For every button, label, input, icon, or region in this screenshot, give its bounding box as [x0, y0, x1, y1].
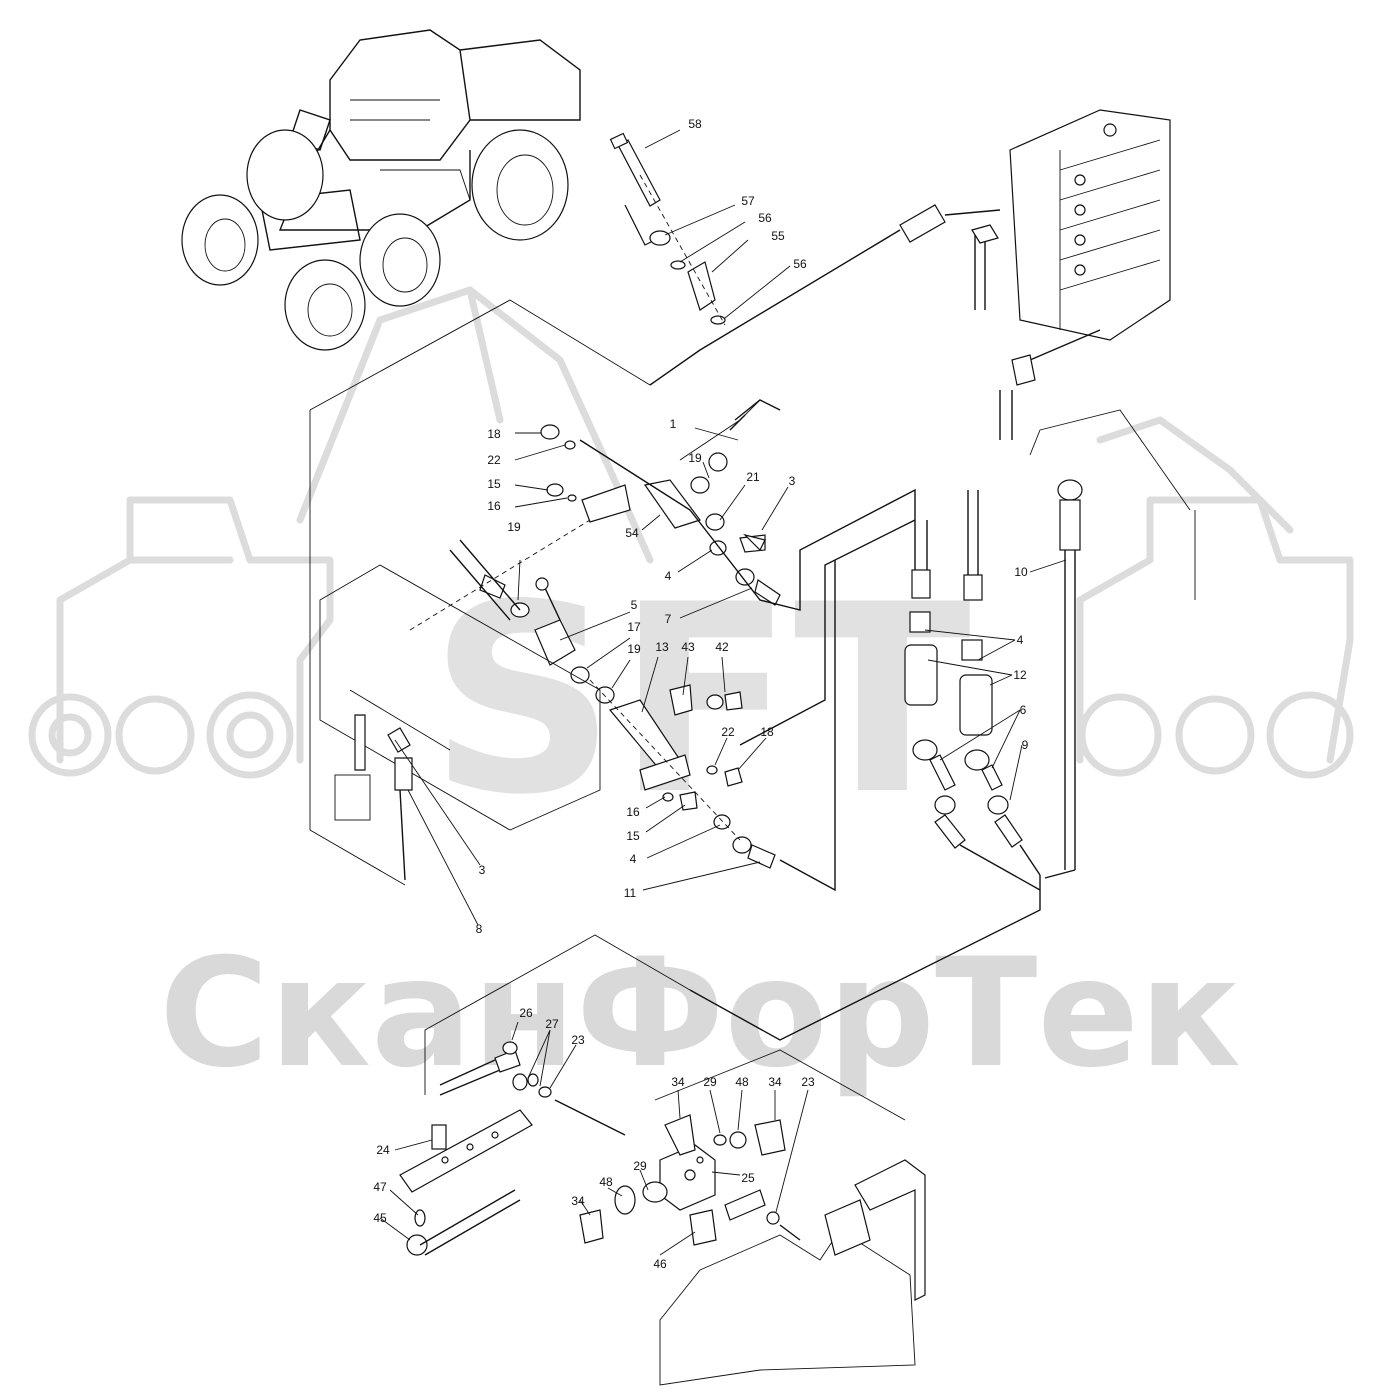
callout-label: 47: [373, 1180, 387, 1194]
control-valve-block: [1009, 109, 1171, 341]
callout-label: 27: [545, 1017, 559, 1031]
callout-label: 29: [703, 1075, 717, 1089]
callout-label: 7: [665, 612, 672, 626]
callout-label: 58: [688, 117, 702, 131]
callout-label: 10: [1014, 565, 1028, 579]
callout-label: 42: [715, 640, 729, 654]
adapter-55: [687, 261, 716, 311]
callout-label: 16: [626, 805, 640, 819]
callout-label: 6: [1020, 703, 1027, 717]
callout-label: 56: [793, 257, 807, 271]
callout-label: 8: [476, 922, 483, 936]
callout-label: 26: [519, 1006, 533, 1020]
callout-label: 3: [479, 863, 486, 877]
callout-label: 57: [741, 194, 755, 208]
banjo-fitting-57: [624, 204, 671, 246]
callout-label: 54: [625, 526, 639, 540]
callout-label: 15: [487, 477, 501, 491]
callout-label: 34: [768, 1075, 782, 1089]
callout-label: 19: [507, 520, 521, 534]
lower-frame-outline: [424, 934, 906, 1121]
watermark-tractor-left: [28, 496, 334, 779]
callout-label: 48: [599, 1175, 613, 1189]
callout-label: 17: [627, 620, 641, 634]
fitting-chain: [479, 424, 781, 869]
washer-56: [710, 315, 726, 325]
callout-label: 13: [655, 640, 669, 654]
callout-label: 56: [758, 211, 772, 225]
callout-label: 45: [373, 1211, 387, 1225]
callout-label: 23: [801, 1075, 815, 1089]
callout-label: 19: [688, 451, 702, 465]
hose-group-right: [689, 490, 1041, 1041]
watermark-logo: SFT: [429, 550, 973, 852]
valve-5: [534, 577, 576, 666]
hose-lower-left: [439, 1041, 626, 1136]
callout-label: 43: [681, 640, 695, 654]
callout-label: 48: [735, 1075, 749, 1089]
callout-label: 23: [571, 1033, 585, 1047]
watermark-brand: СканФорТек: [159, 927, 1241, 1101]
callout-label: 25: [741, 1171, 755, 1185]
callout-label: 1: [670, 417, 677, 431]
callout-label: 5: [631, 598, 638, 612]
manifold-block-25: [659, 1144, 716, 1211]
watermark-tractor-right: [1076, 416, 1354, 779]
callout-label: 19: [627, 642, 641, 656]
machine-wheel: [181, 194, 259, 286]
fittings-lower: [406, 1114, 801, 1256]
callout-label: 4: [630, 852, 637, 866]
engine-outline: [659, 1159, 926, 1386]
bracket-54: [581, 479, 701, 529]
callout-label: 18: [760, 725, 774, 739]
callout-label: 22: [721, 725, 735, 739]
watermark: SFT СканФорТек: [28, 286, 1354, 1101]
callout-label: 4: [1017, 633, 1024, 647]
machine-wheel: [284, 259, 366, 351]
callout-label: 18: [487, 427, 501, 441]
callout-label: 11: [624, 886, 637, 900]
machine-wheel: [471, 129, 569, 241]
callout-label: 34: [671, 1075, 685, 1089]
callout-label: 21: [746, 470, 760, 484]
callout-label: 24: [376, 1143, 390, 1157]
hose-return: [999, 329, 1101, 440]
callout-label: 46: [653, 1257, 667, 1271]
washer-56: [670, 260, 686, 270]
callout-label: 29: [633, 1159, 647, 1173]
callout-label: 16: [487, 499, 501, 513]
callout-label: 22: [487, 453, 501, 467]
machine-wheel: [359, 213, 441, 307]
assembly-line: [639, 174, 726, 326]
callout-label: 12: [1013, 668, 1027, 682]
hose-10: [1044, 479, 1083, 879]
hose-lines-middle: [409, 399, 916, 892]
callout-label: 34: [571, 1194, 585, 1208]
forwarder-machine-drawing: [181, 29, 581, 351]
hose-to-valve: [649, 204, 1001, 386]
callout-label: 15: [626, 829, 640, 843]
bracket-13: [608, 699, 691, 791]
bolt-58: [609, 132, 661, 207]
callout-label: 4: [665, 569, 672, 583]
callout-label: 9: [1022, 738, 1029, 752]
callout-label: 55: [771, 229, 785, 243]
tank-outline: [319, 564, 601, 831]
callout-label: 3: [789, 474, 796, 488]
manifold-rail-24: [399, 1109, 533, 1193]
leader-lines: [379, 129, 1067, 1256]
machine-wheel: [246, 129, 324, 221]
hose-left-3-8: [334, 714, 413, 881]
